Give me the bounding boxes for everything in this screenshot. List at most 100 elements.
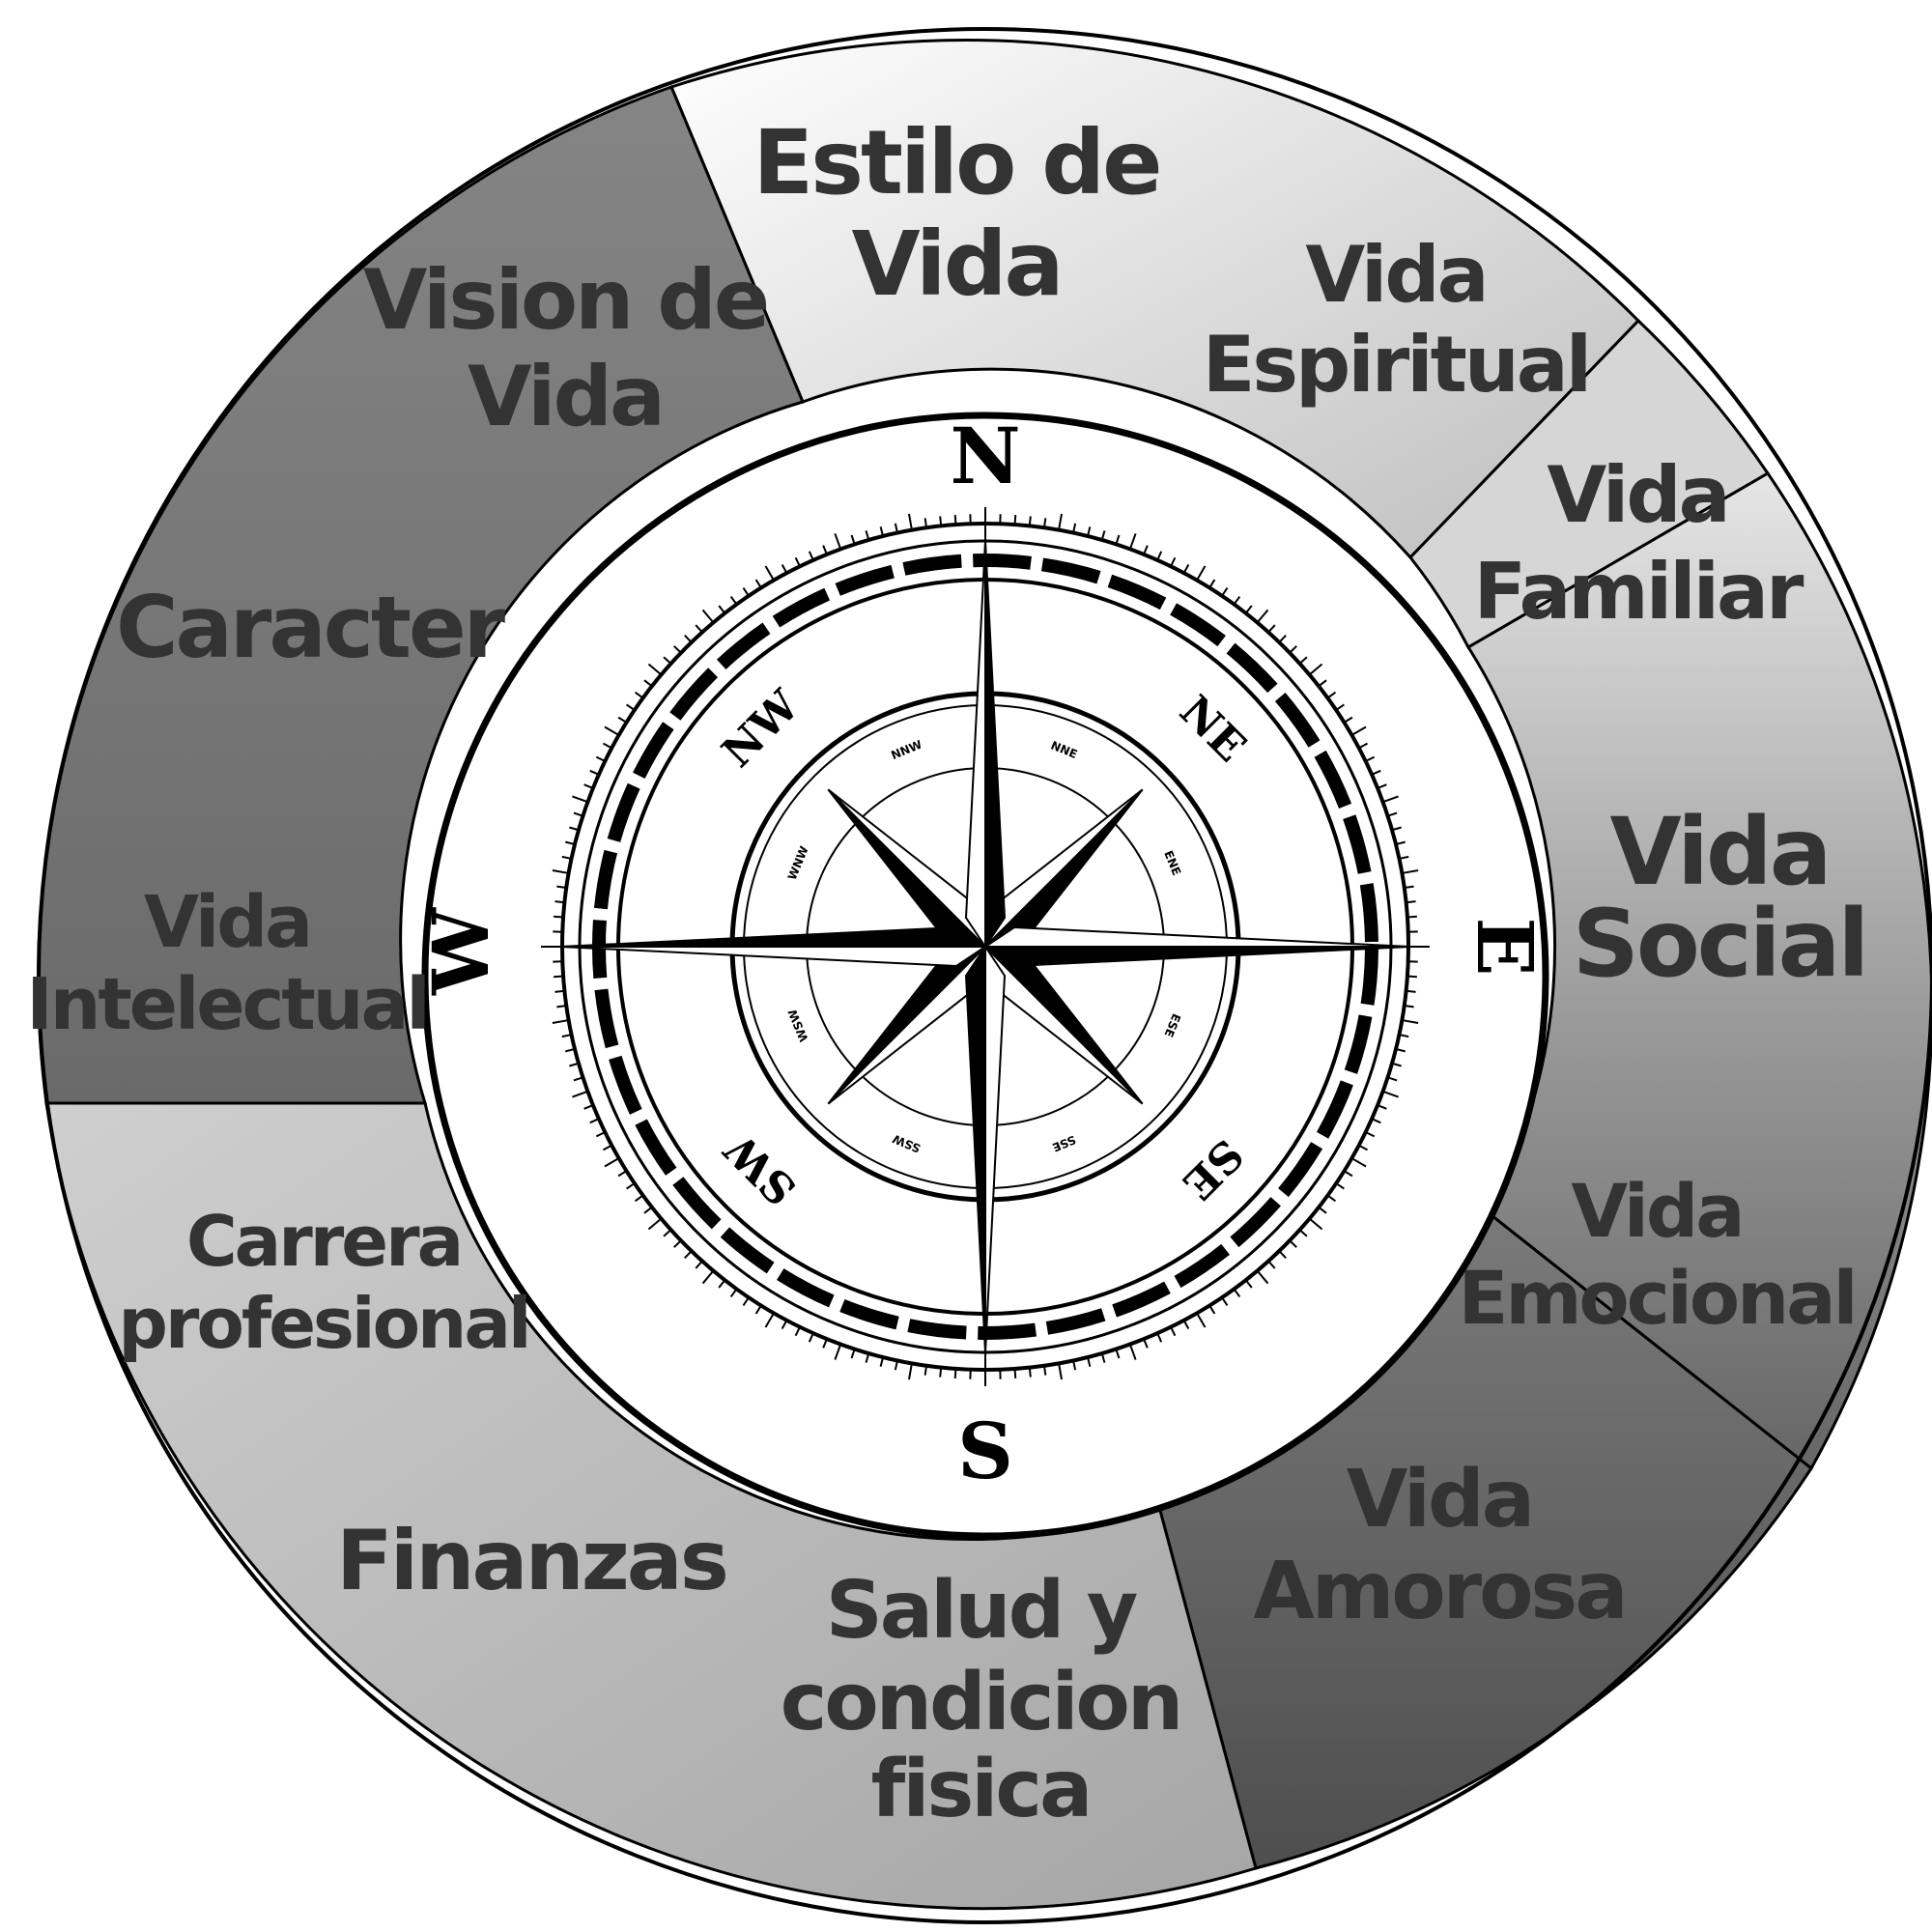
- compass-tick: [626, 703, 636, 711]
- compass-tick: [634, 1194, 644, 1203]
- outer-ring: [37, 27, 1932, 1924]
- compass-tick: [1377, 1104, 1387, 1110]
- compass-tick: [1406, 900, 1416, 904]
- label-caracter: Caracter: [116, 578, 506, 677]
- compass-tick: [1086, 526, 1092, 537]
- compass-tick: [1335, 1182, 1345, 1190]
- label-carrera-profesional-2: profesional: [118, 1283, 528, 1364]
- label-vida-espiritual-2: Espiritual: [1203, 320, 1589, 410]
- compass-tick: [617, 1170, 628, 1178]
- compass-tick: [1072, 523, 1077, 533]
- compass-tick: [1196, 565, 1207, 582]
- label-vida-familiar-2: Familiar: [1473, 547, 1804, 637]
- compass-tick: [1156, 1332, 1163, 1343]
- compass-east-label: E: [1460, 918, 1550, 977]
- label-vida-amorosa-1: Vida: [1347, 1454, 1532, 1546]
- compass-tick: [554, 989, 565, 993]
- compass-tick: [602, 742, 612, 750]
- compass-tick: [1365, 755, 1376, 762]
- label-vida-social-2: Social: [1573, 890, 1867, 998]
- compass-tick: [1058, 1363, 1063, 1380]
- compass-tick: [1404, 1004, 1414, 1009]
- compass-tick: [1128, 533, 1137, 550]
- compass-tick: [1399, 1034, 1409, 1038]
- compass-tick: [742, 587, 750, 597]
- label-vision-de-vida-2: Vida: [468, 349, 663, 445]
- compass-tick: [663, 656, 672, 665]
- label-carrera-profesional-1: Carrera: [186, 1201, 461, 1282]
- compass-tick: [684, 635, 693, 643]
- compass-tick: [1358, 742, 1369, 750]
- compass-tick: [1406, 989, 1416, 993]
- compass-tick: [583, 783, 594, 789]
- compass-tick: [1318, 1206, 1327, 1214]
- compass-tick: [617, 716, 628, 724]
- compass-tick: [865, 530, 870, 541]
- label-vida-espiritual-1: Vida: [1305, 230, 1486, 320]
- compass-tick: [565, 1047, 576, 1053]
- compass-tick: [1395, 840, 1406, 846]
- compass-tick: [879, 1356, 885, 1367]
- compass-tick: [1072, 1360, 1077, 1371]
- label-vida-social-1: Vida: [1609, 798, 1829, 906]
- compass-tick: [1365, 1131, 1376, 1138]
- compass-tick: [1387, 811, 1398, 817]
- compass-tick: [894, 1360, 898, 1371]
- label-salud-3: fisica: [871, 1744, 1091, 1835]
- compass-tick: [556, 885, 567, 890]
- label-vida-emocional-1: Vida: [1571, 1168, 1742, 1254]
- compass-tick: [939, 1367, 943, 1378]
- compass-tick: [834, 533, 842, 550]
- compass-tick: [1308, 663, 1323, 676]
- compass-tick: [626, 1182, 636, 1190]
- compass-tick: [1182, 1320, 1190, 1330]
- compass-tick: [822, 545, 828, 555]
- compass-tick: [595, 755, 606, 762]
- compass-tick: [1289, 1239, 1297, 1248]
- label-vida-intelectual-1: Vida: [144, 881, 310, 964]
- compass-tick: [583, 1104, 594, 1110]
- compass-tick: [1221, 1296, 1229, 1306]
- compass-tick: [1170, 556, 1177, 567]
- compass-tick: [1013, 515, 1017, 526]
- compass-tick: [1115, 1349, 1121, 1359]
- compass-tick: [1343, 716, 1353, 724]
- compass-tick: [850, 1349, 856, 1359]
- compass-tick: [1402, 869, 1419, 874]
- compass-tick: [764, 1312, 775, 1328]
- compass-tick: [595, 1131, 606, 1138]
- compass-tick: [1182, 563, 1190, 574]
- compass-tick: [1267, 1260, 1276, 1269]
- compass-tick: [643, 679, 653, 688]
- compass-tick: [850, 534, 856, 545]
- compass-tick: [923, 1365, 928, 1376]
- compass-tick: [718, 1279, 726, 1289]
- compass-tick: [1086, 1356, 1092, 1367]
- compass-tick: [808, 551, 814, 561]
- compass-tick: [684, 1250, 693, 1259]
- compass-tick: [1402, 1019, 1419, 1024]
- compass-tick: [908, 1363, 913, 1380]
- label-vida-emocional-2: Emocional: [1458, 1255, 1855, 1341]
- compass-tick: [1170, 1326, 1177, 1337]
- compass-tick: [589, 1118, 600, 1124]
- compass-tick: [1156, 551, 1163, 561]
- compass-tick: [569, 826, 580, 832]
- compass-tick: [1058, 513, 1063, 530]
- compass-tick: [1233, 595, 1241, 606]
- compass-tick: [1143, 1338, 1149, 1349]
- compass-tick: [1028, 1367, 1032, 1378]
- compass-tick: [1028, 516, 1032, 526]
- label-vida-intelectual-2: Intelectual: [26, 963, 428, 1046]
- label-salud-2: condicion: [781, 1657, 1181, 1748]
- compass-tick: [1143, 545, 1149, 555]
- compass-tick: [695, 1260, 703, 1269]
- compass-tick: [808, 1332, 814, 1343]
- compass-tick: [1267, 624, 1276, 634]
- compass-tick: [729, 595, 738, 606]
- compass-tick: [834, 1344, 842, 1360]
- compass-tick: [1399, 855, 1409, 860]
- compass-tick: [1042, 1365, 1047, 1376]
- label-estilo-de-vida-2: Vida: [851, 213, 1061, 316]
- compass-tick: [1377, 783, 1387, 789]
